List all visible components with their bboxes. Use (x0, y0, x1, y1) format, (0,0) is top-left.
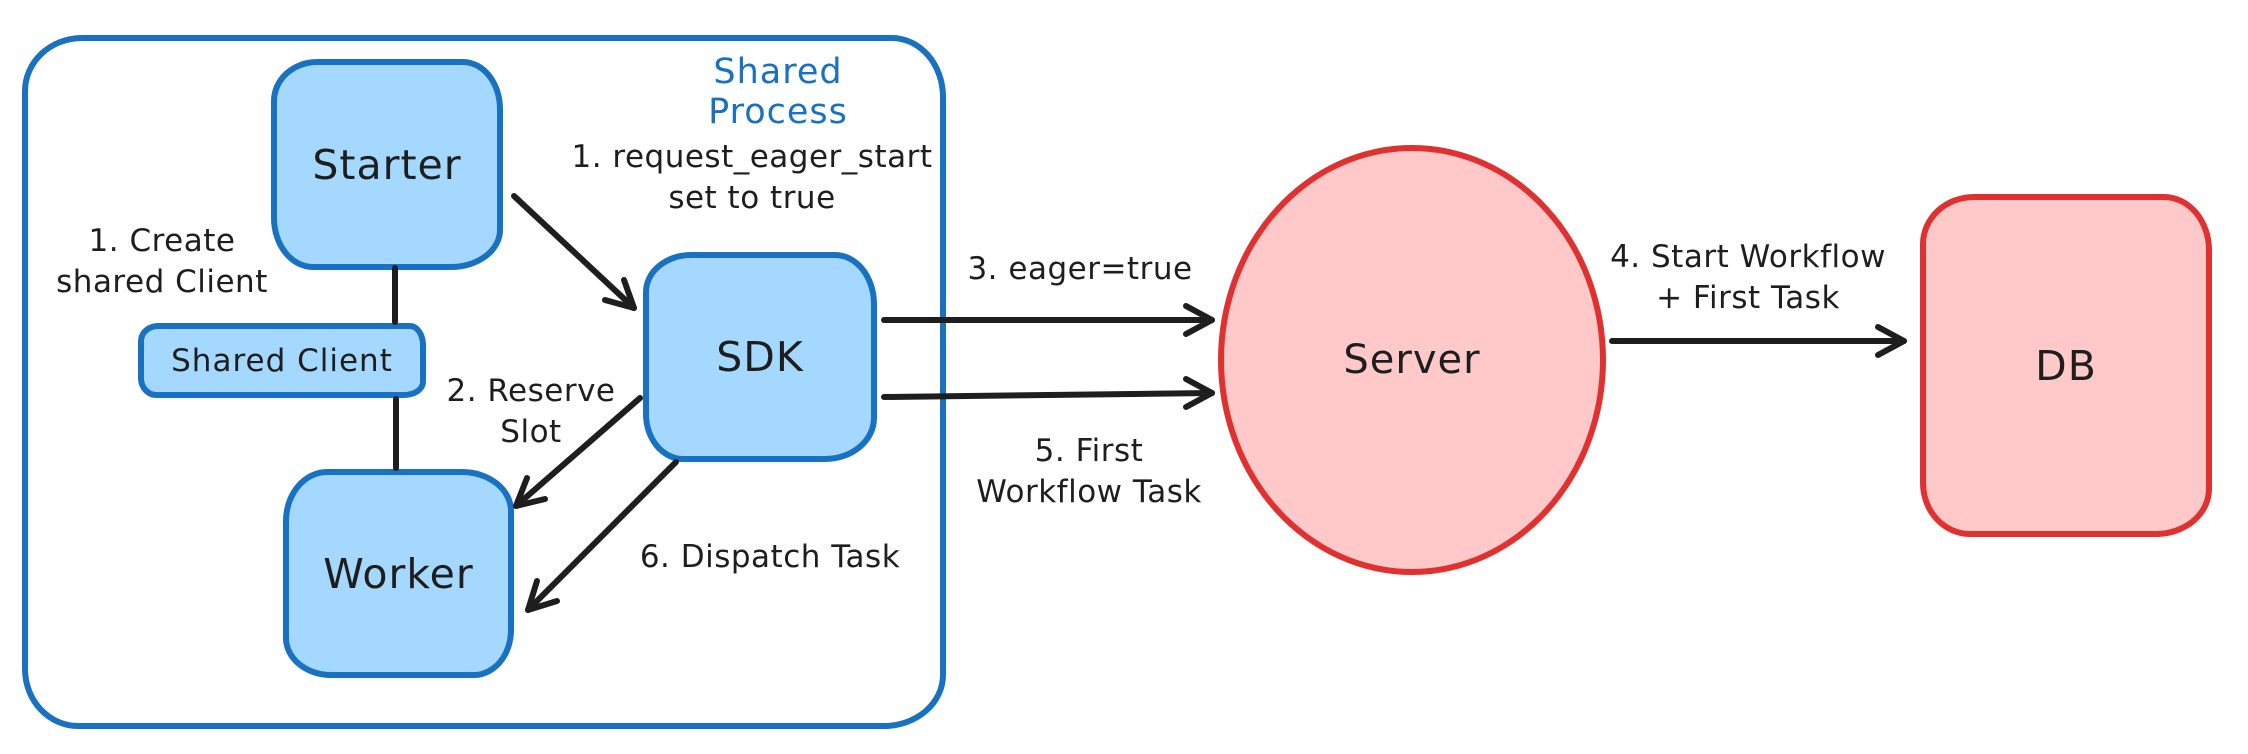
node-db-label: DB (2035, 341, 2097, 390)
node-db: DB (1920, 194, 2212, 537)
edge-label-create-shared-client: 1. Create shared Client (56, 223, 268, 300)
arrowhead-server-db (1875, 324, 1907, 358)
node-worker-label: Worker (323, 549, 474, 598)
node-starter: Starter (271, 59, 503, 270)
arrowhead-sdk-server-firsttask (1183, 376, 1215, 410)
node-server-label: Server (1343, 337, 1481, 383)
node-sdk-label: SDK (716, 333, 804, 381)
node-sdk: SDK (643, 252, 877, 462)
edge-label-reserve-slot: 2. Reserve Slot (446, 373, 616, 450)
node-server: Server (1218, 145, 1606, 575)
node-worker: Worker (283, 469, 514, 678)
edge-label-dispatch-task: 6. Dispatch Task (639, 539, 901, 575)
node-shared-client: Shared Client (138, 323, 426, 398)
node-shared-client-label: Shared Client (171, 342, 393, 379)
arrowhead-sdk-server-eager (1183, 303, 1215, 337)
edge-label-eager-true: 3. eager=true (967, 251, 1193, 287)
node-starter-label: Starter (312, 140, 462, 189)
shared-process-container (22, 35, 946, 729)
shared-process-label: Shared Process (708, 52, 848, 132)
edge-label-first-workflow-task: 5. First Workflow Task (976, 433, 1202, 510)
edge-label-start-workflow-first-task: 4. Start Workflow + First Task (1610, 239, 1886, 316)
edge-label-request-eager-start: 1. request_eager_start set to true (571, 139, 933, 216)
